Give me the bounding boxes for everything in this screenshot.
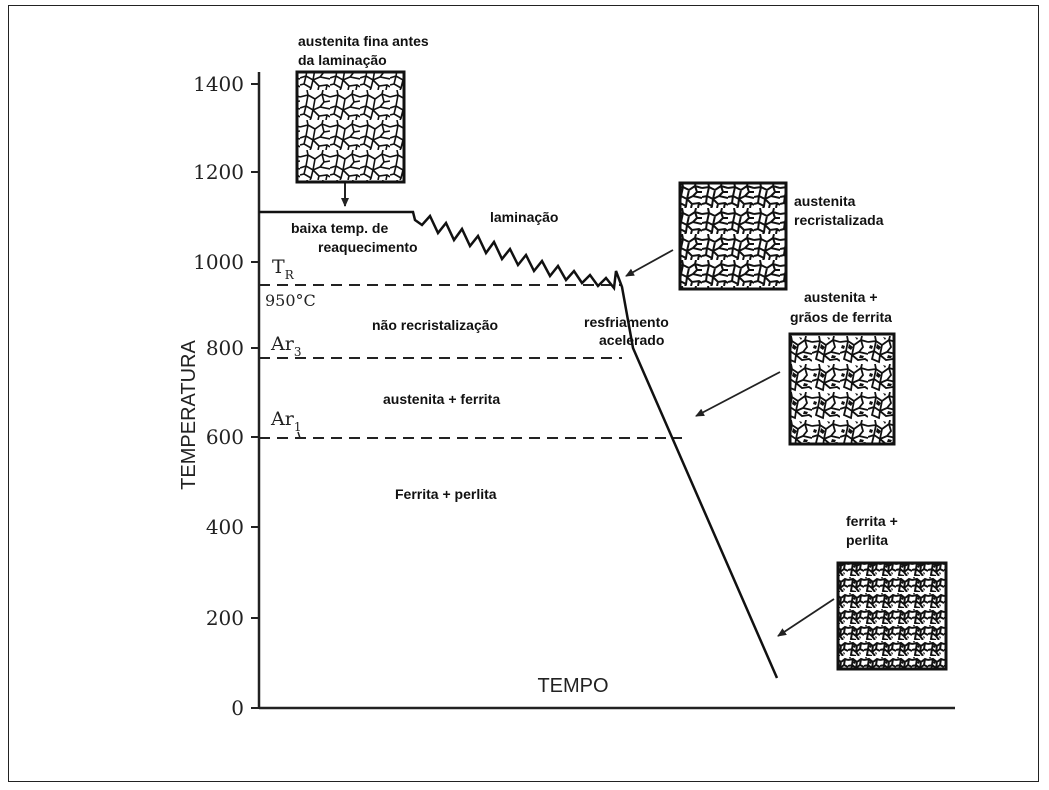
micrograph-1-caption-line2: da laminação [298, 52, 387, 68]
reheat-label-line1: baixa temp. de [291, 220, 388, 236]
micrograph-4-caption-line1: ferrita + [846, 513, 898, 529]
non-recrystallization-label: não recristalização [372, 317, 498, 333]
micrograph-fine-austenite [295, 70, 406, 184]
reheat-label-line2: reaquecimento [318, 239, 418, 255]
micrograph-2-caption-line1: austenita [794, 193, 856, 209]
micrograph-4-caption-line2: perlita [846, 532, 888, 548]
tick-label-600: 600 [206, 425, 244, 449]
micrograph-ferrite-pearlite [836, 561, 948, 671]
cooling-label-line2: acelerado [599, 332, 664, 348]
micrograph-3-caption-line2: grãos de ferrita [790, 309, 892, 325]
micrograph-3-arrow [695, 371, 781, 417]
tick-label-1400: 1400 [193, 72, 244, 96]
ar1-label: Ar1 [270, 408, 301, 434]
y-axis-tick-labels: 0 200 400 600 800 1000 1200 1400 [193, 72, 244, 720]
tick-label-1000: 1000 [193, 250, 244, 274]
ar1-tick [297, 431, 301, 439]
process-path [259, 210, 779, 679]
y-axis-title: TEMPERATURA [178, 340, 200, 490]
y-axis-ticks [251, 83, 259, 709]
x-axis-title: TEMPO [537, 675, 608, 697]
micrograph-2-arrow [625, 249, 674, 277]
tr-value-label: 950°C [265, 291, 316, 310]
micrograph-austenite-ferrite [788, 332, 896, 446]
cooling-label-line1: resfriamento [584, 314, 669, 330]
tick-label-1200: 1200 [193, 160, 244, 184]
micrograph-recrystallized-austenite [678, 181, 788, 291]
tick-label-200: 200 [206, 606, 244, 630]
ferrite-pearlite-label: Ferrita + perlita [395, 486, 497, 502]
tick-label-800: 800 [206, 336, 244, 360]
austenite-ferrite-label: austenita + ferrita [383, 391, 500, 407]
ar3-label: Ar3 [270, 333, 301, 359]
micrograph-4-arrow [777, 598, 835, 637]
micrograph-2-caption-line2: recristalizada [794, 212, 884, 228]
tick-label-400: 400 [206, 515, 244, 539]
rolling-label: laminação [490, 209, 558, 225]
tick-label-0: 0 [231, 696, 244, 720]
micrograph-3-caption-line1: austenita + [804, 289, 878, 305]
tr-label: TR [272, 256, 295, 282]
micrograph-1-caption-line1: austenita fina antes [298, 33, 429, 49]
